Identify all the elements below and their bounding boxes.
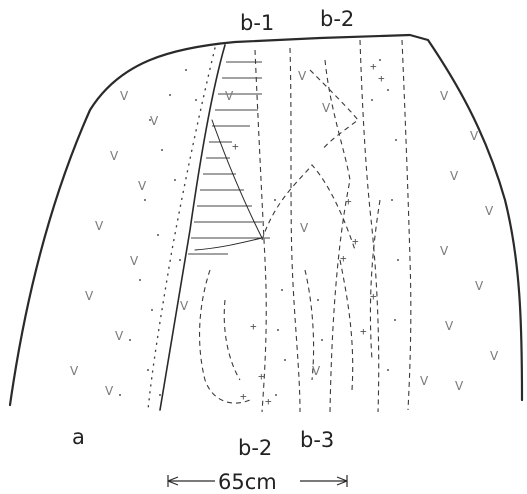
svg-text:V: V bbox=[450, 169, 459, 183]
svg-text:V: V bbox=[115, 329, 124, 343]
svg-text:+: + bbox=[240, 390, 247, 403]
svg-text:V: V bbox=[470, 129, 479, 143]
stipple-dots bbox=[119, 59, 399, 396]
svg-text:V: V bbox=[445, 319, 454, 333]
svg-text:+: + bbox=[352, 235, 359, 248]
svg-text:V: V bbox=[150, 114, 159, 128]
svg-text:+: + bbox=[258, 370, 265, 383]
v-marks: V V V V V V V V V V V V V V V V V V V V V V V V V V bbox=[70, 69, 499, 398]
svg-text:V: V bbox=[312, 364, 321, 378]
svg-text:V: V bbox=[130, 254, 139, 268]
svg-text:V: V bbox=[440, 244, 449, 258]
svg-text:V: V bbox=[298, 69, 307, 83]
svg-text:V: V bbox=[455, 379, 464, 393]
svg-text:V: V bbox=[85, 289, 94, 303]
label-b2-top: b-2 bbox=[320, 7, 354, 31]
label-a: a bbox=[72, 425, 85, 449]
svg-text:+: + bbox=[340, 252, 347, 265]
svg-text:V: V bbox=[475, 279, 484, 293]
svg-text:V: V bbox=[440, 89, 449, 103]
label-b3-bottom: b-3 bbox=[300, 428, 334, 452]
svg-text:+: + bbox=[370, 290, 377, 303]
left-contact-line bbox=[160, 45, 225, 410]
svg-text:V: V bbox=[300, 221, 309, 235]
svg-text:V: V bbox=[180, 299, 189, 313]
label-b1-top: b-1 bbox=[240, 11, 274, 35]
svg-text:+: + bbox=[370, 60, 377, 73]
svg-text:V: V bbox=[110, 149, 119, 163]
svg-text:+: + bbox=[232, 140, 239, 153]
svg-text:V: V bbox=[138, 179, 147, 193]
svg-text:V: V bbox=[95, 219, 104, 233]
svg-text:V: V bbox=[225, 89, 234, 103]
svg-text:+: + bbox=[250, 320, 257, 333]
plus-marks: ++ ++ ++ ++ ++ ++ bbox=[232, 60, 385, 408]
svg-text:+: + bbox=[360, 325, 367, 338]
svg-text:V: V bbox=[322, 101, 331, 115]
dotted-margin-boundary bbox=[148, 48, 215, 410]
svg-text:+: + bbox=[265, 395, 272, 408]
scale-label: 65cm bbox=[218, 470, 277, 494]
svg-text:+: + bbox=[378, 72, 385, 85]
svg-text:+: + bbox=[345, 195, 352, 208]
svg-text:V: V bbox=[70, 364, 79, 378]
svg-text:V: V bbox=[120, 89, 129, 103]
svg-text:V: V bbox=[420, 374, 429, 388]
label-b2-bottom: b-2 bbox=[238, 436, 272, 460]
scale-bar: 65cm bbox=[168, 470, 347, 494]
svg-text:V: V bbox=[485, 204, 494, 218]
svg-text:V: V bbox=[105, 384, 114, 398]
svg-text:V: V bbox=[490, 349, 499, 363]
